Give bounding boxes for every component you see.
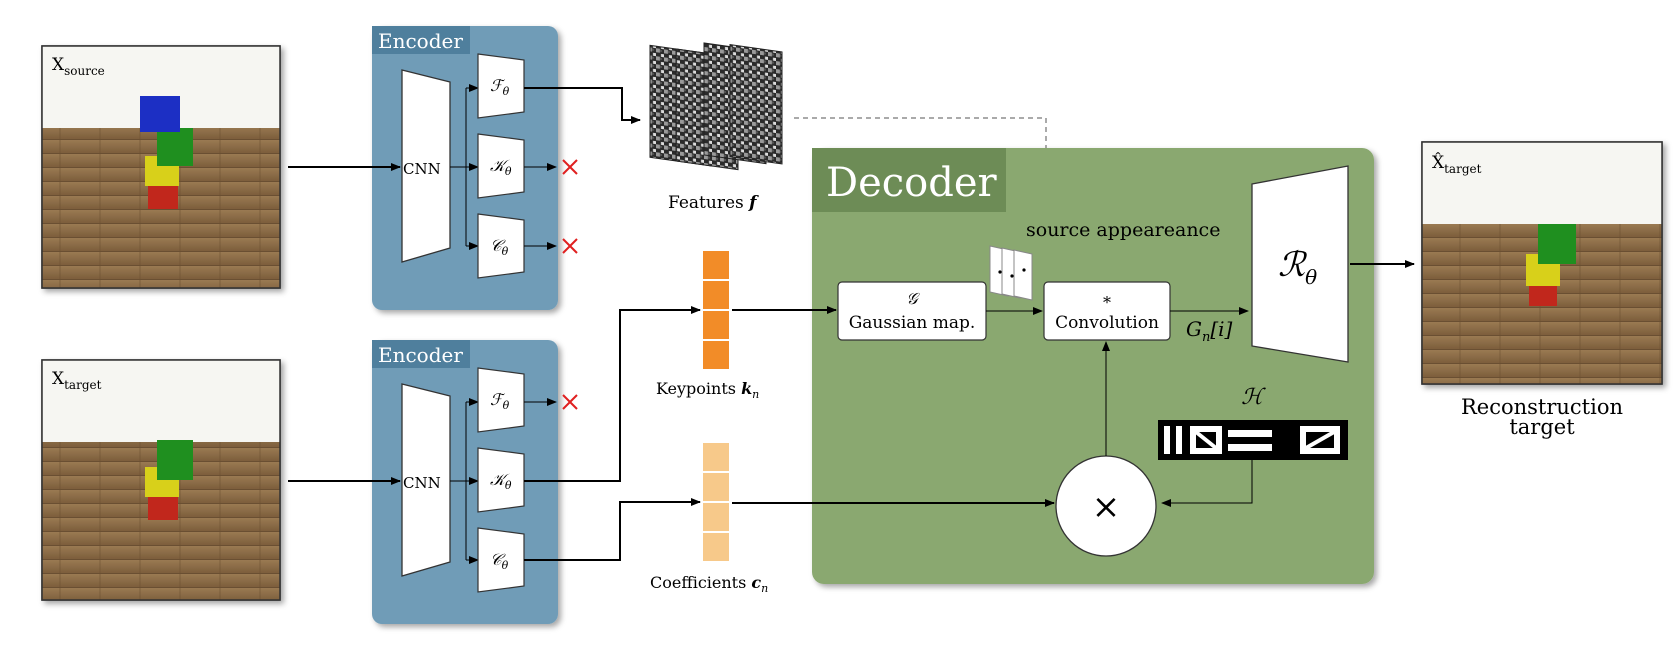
head-f-target-label: ℱθ xyxy=(490,390,510,412)
source-appearance-label: source appeareance xyxy=(1026,219,1220,241)
head-f-target xyxy=(477,367,525,433)
head-c-source xyxy=(477,213,525,279)
feature-maps xyxy=(649,42,783,171)
encoder-source-title: Encoder xyxy=(378,29,463,53)
encoder-target-title: Encoder xyxy=(378,343,463,367)
gn-label: Gn[i] xyxy=(1186,317,1233,345)
discard-x-icon xyxy=(562,159,578,410)
gaussian-map-block: 𝒢 Gaussian map. xyxy=(837,281,987,341)
coefficients-label: Coefficients cn xyxy=(650,573,768,595)
arrow-features xyxy=(524,87,641,124)
reconstruction-image-label: X̂target xyxy=(1432,153,1482,176)
convolution-block: * Convolution xyxy=(1043,281,1171,341)
cnn-label-source: CNN xyxy=(403,160,441,178)
cnn-label-target: CNN xyxy=(403,474,441,492)
reconstruction-cubes xyxy=(1526,224,1576,306)
head-k-source xyxy=(477,133,525,199)
cnn-block-target xyxy=(401,383,451,577)
encoder-target: Encoder CNN ℱθ 𝒦θ 𝒞θ xyxy=(372,340,558,624)
renderer-label: ℛθ xyxy=(1278,245,1317,289)
features-label: Features f xyxy=(668,193,759,213)
source-image-label: Xsource xyxy=(52,55,105,78)
convolution-label: Convolution xyxy=(1055,313,1159,333)
target-cubes xyxy=(145,440,193,520)
keypoints-label: Keypoints kn xyxy=(656,379,759,401)
head-f-source xyxy=(477,53,525,119)
h-symbol: ℋ xyxy=(1241,385,1266,410)
head-k-target xyxy=(477,447,525,513)
decoder-title: Decoder xyxy=(826,160,998,206)
arrow-h-to-multiply xyxy=(1161,460,1253,507)
gaussian-label: Gaussian map. xyxy=(849,313,976,333)
gaussian-symbol: 𝒢 xyxy=(906,289,920,308)
multiply-symbol: × xyxy=(1092,487,1121,527)
keypoints-vector xyxy=(701,249,731,371)
gaussian-heatmaps xyxy=(989,245,1033,301)
cnn-block-source xyxy=(401,69,451,263)
head-c-target xyxy=(477,527,525,593)
h-patterns xyxy=(1158,420,1348,460)
coefficients-vector xyxy=(701,441,731,563)
renderer-block: ℛθ xyxy=(1251,165,1349,363)
decoder: Decoder xyxy=(812,148,1374,584)
arrow-coefficients xyxy=(524,498,701,561)
head-f-source-label: ℱθ xyxy=(490,76,510,98)
encoder-source: Encoder CNN ℱθ 𝒦θ 𝒞θ xyxy=(372,26,558,310)
source-cubes xyxy=(140,96,193,209)
arrow-keypoints xyxy=(524,306,701,482)
reconstruction-caption-line1: Reconstruction xyxy=(1461,395,1623,419)
reconstruction-caption-line2: target xyxy=(1509,415,1575,439)
convolution-symbol: * xyxy=(1103,293,1111,312)
target-image-label: Xtarget xyxy=(52,369,102,392)
discard-arrows xyxy=(524,163,557,406)
